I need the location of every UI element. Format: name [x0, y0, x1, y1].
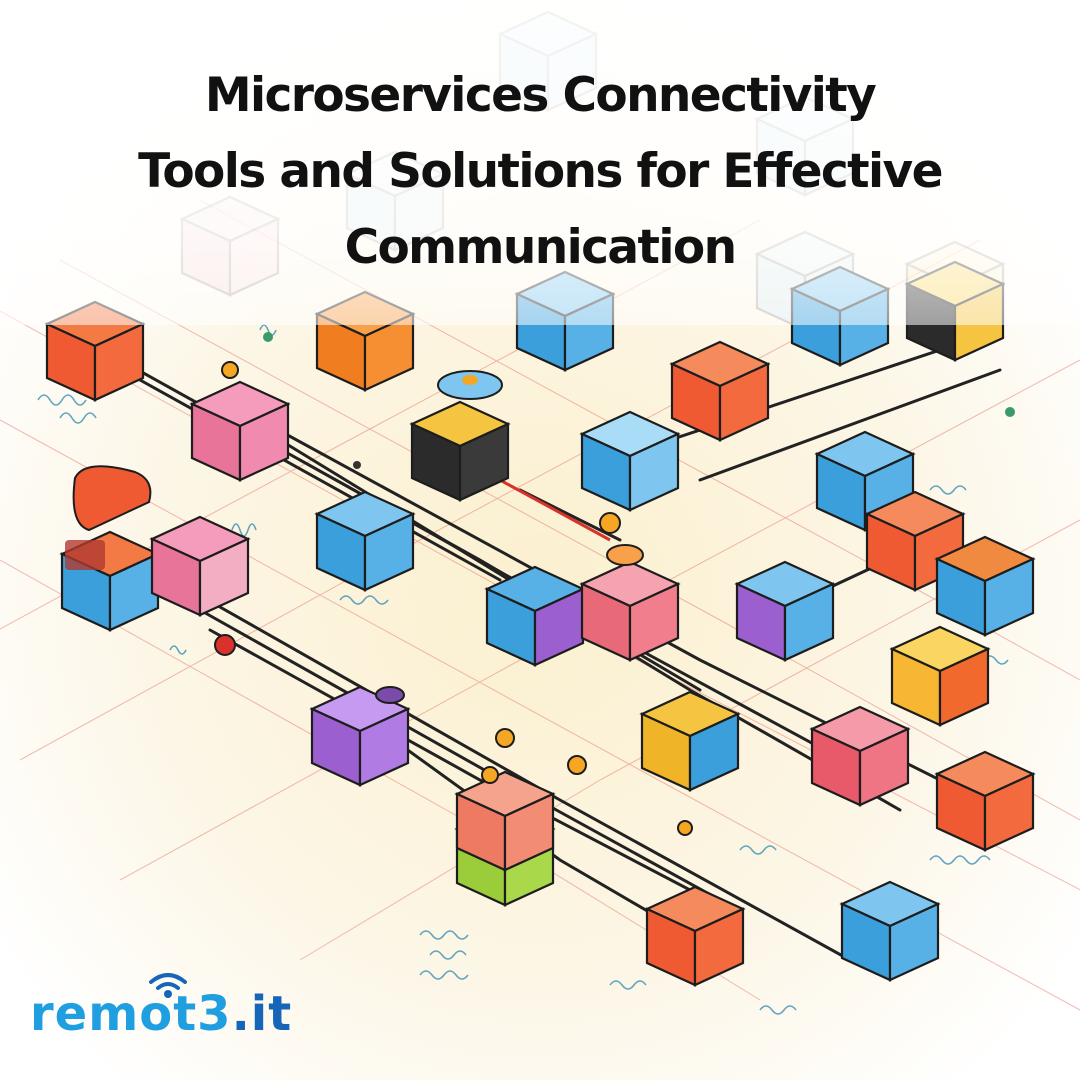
logo-tld: .it: [231, 986, 293, 1042]
title-line-1: Microservices Connectivity: [204, 68, 877, 123]
wifi-signal-icon: [149, 973, 187, 998]
title-backdrop: [0, 0, 1080, 325]
annotation-scribbles: [37, 324, 1009, 1015]
logo-wordmark: remot3.it: [30, 984, 292, 1044]
logo-brand: remot3: [30, 986, 232, 1042]
remoteit-logo: remot3.it: [30, 972, 292, 1044]
title-line-3: Communication: [344, 220, 737, 275]
banner-title: Microservices Connectivity Tools and Sol…: [0, 58, 1080, 286]
connector-nodes: [65, 332, 1015, 836]
title-line-2: Tools and Solutions for Effective: [138, 144, 943, 199]
